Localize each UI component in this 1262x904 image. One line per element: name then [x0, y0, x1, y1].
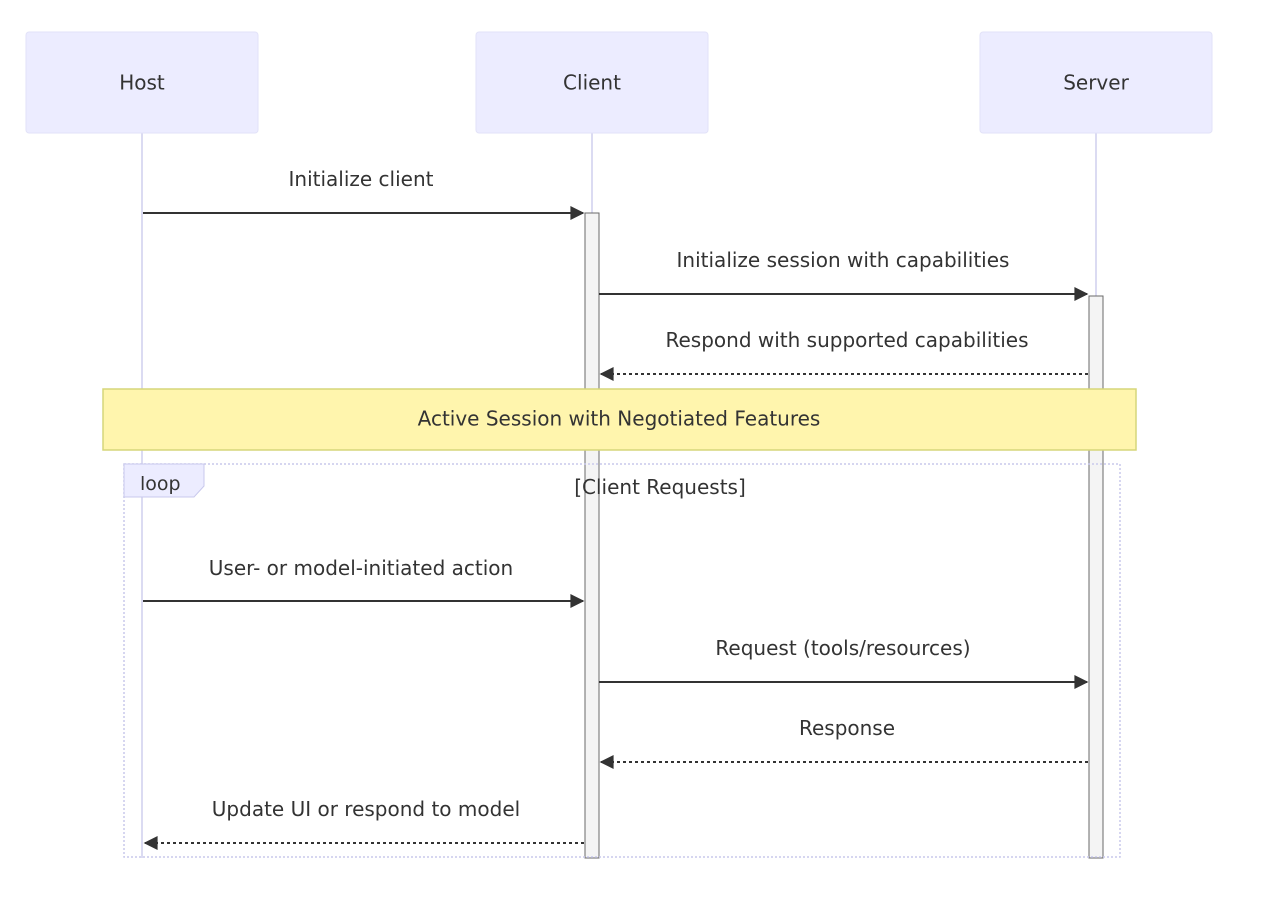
actor-server-label: Server [1063, 71, 1129, 95]
message-response-label: Response [799, 716, 895, 740]
message-user-action: User- or model-initiated action [143, 556, 585, 608]
message-initialize-client-label: Initialize client [289, 167, 434, 191]
message-update-ui: Update UI or respond to model [143, 797, 584, 850]
actor-host-label: Host [119, 71, 165, 95]
message-initialize-session-label: Initialize session with capabilities [677, 248, 1010, 272]
message-update-ui-label: Update UI or respond to model [212, 797, 520, 821]
note-active-session: Active Session with Negotiated Features [102, 388, 1137, 451]
activation-client [584, 212, 600, 859]
actor-host: Host [25, 31, 259, 134]
message-respond-capabilities-label: Respond with supported capabilities [665, 328, 1028, 352]
note-label: Active Session with Negotiated Features [418, 407, 821, 431]
message-response: Response [599, 716, 1088, 769]
loop-label-tab [123, 463, 205, 498]
message-request-label: Request (tools/resources) [715, 636, 970, 660]
activation-server [1088, 295, 1104, 859]
note-box [102, 388, 1137, 451]
messages: Initialize client Initialize session wit… [143, 167, 1089, 381]
actor-host-box [25, 31, 259, 134]
actor-client: Client [475, 31, 709, 134]
message-initialize-session: Initialize session with capabilities [599, 248, 1089, 301]
message-respond-capabilities: Respond with supported capabilities [599, 328, 1088, 381]
loop-frame: loop [Client Requests] [123, 463, 1121, 858]
message-request: Request (tools/resources) [599, 636, 1089, 689]
loop-messages: User- or model-initiated action Request … [143, 556, 1089, 850]
actor-server-box [979, 31, 1213, 134]
message-initialize-client: Initialize client [143, 167, 585, 220]
actor-boxes: Host Client Server [25, 31, 1213, 134]
loop-condition: [Client Requests] [574, 475, 746, 499]
actor-client-label: Client [563, 71, 621, 95]
actor-server: Server [979, 31, 1213, 134]
actor-client-box [475, 31, 709, 134]
loop-box [123, 463, 1121, 858]
message-user-action-label: User- or model-initiated action [209, 556, 513, 580]
loop-keyword: loop [140, 473, 181, 495]
